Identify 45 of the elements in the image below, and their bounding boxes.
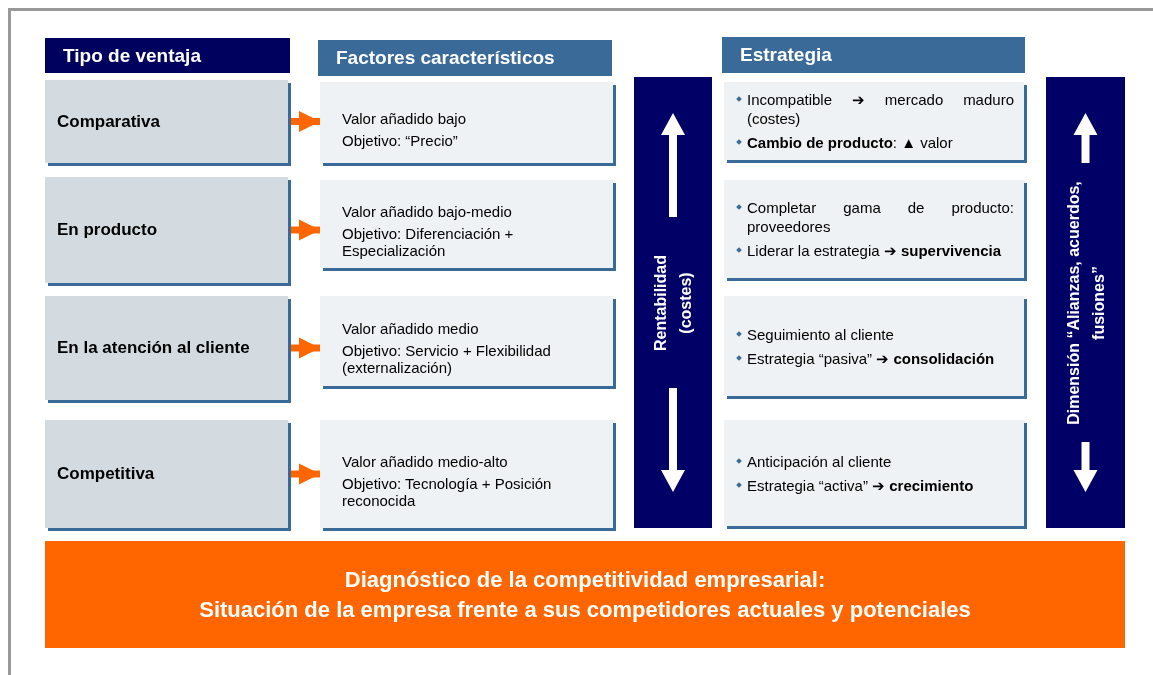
axis-label: Rentabilidad (costes) — [651, 253, 695, 353]
header-text: Tipo de ventaja — [63, 45, 202, 67]
axis-label: Dimensión “Alianzas, acuerdos, fusiones” — [1063, 179, 1108, 427]
bullet-text: Cambio de producto: ▲ valor — [736, 133, 1014, 152]
factor-box — [320, 180, 613, 268]
header-text: Factores característicos — [336, 47, 556, 69]
bullet-text: Liderar la estrategia ➔ supervivencia — [736, 241, 1014, 260]
bullet-text: Completar gama de producto: proveedores — [736, 198, 1014, 236]
factor-text: Valor añadido bajo-medio — [342, 203, 513, 220]
factor-text: Valor añadido bajo — [342, 110, 467, 127]
strategy-box — [724, 180, 1024, 278]
factor-box — [320, 82, 613, 163]
banner-text: Diagnóstico de la competitividad empresarial: — [343, 565, 827, 594]
bullet-text: Seguimiento al cliente — [736, 324, 1014, 344]
strategy-box — [724, 82, 1024, 160]
category-label: En producto — [57, 220, 158, 240]
category-label: Comparativa — [57, 111, 160, 132]
category-box — [45, 80, 288, 163]
axis-band — [1046, 77, 1125, 528]
factor-box — [320, 296, 613, 386]
bullet-text: Incompatible ➔ mercado maduro (costes) — [736, 90, 1014, 128]
category-label: Competitiva — [57, 464, 155, 484]
category-box — [45, 177, 288, 283]
summary-banner — [45, 541, 1125, 648]
header-box — [45, 38, 290, 73]
factor-text: Valor añadido medio — [342, 320, 480, 337]
bullet-text: Anticipación al cliente — [736, 451, 1014, 471]
bullet-text: Estrategia “pasiva” ➔ consolidación — [736, 348, 1014, 368]
header-box — [318, 40, 612, 76]
strategy-box — [724, 296, 1024, 396]
factor-text: Objetivo: “Precio” — [342, 132, 459, 149]
category-label: En la atención al cliente — [57, 338, 250, 358]
factor-text: Valor añadido medio-alto — [342, 453, 509, 470]
bullet-text: Estrategia “activa” ➔ crecimiento — [736, 475, 1014, 495]
header-box — [722, 37, 1025, 73]
category-box — [45, 296, 288, 400]
category-box — [45, 420, 288, 528]
factor-text: Objetivo: Diferenciación + Especialización — [342, 225, 515, 259]
banner-text: Situación de la empresa frente a sus competidores actuales y potenciales — [198, 595, 972, 624]
factor-box — [320, 420, 613, 528]
factor-text: Objetivo: Tecnología + Posición reconocida — [342, 475, 553, 509]
factor-text: Objetivo: Servicio + Flexibilidad (externalización) — [342, 342, 552, 376]
axis-band — [634, 77, 712, 528]
header-text: Estrategia — [740, 44, 833, 66]
strategy-box — [724, 420, 1024, 526]
